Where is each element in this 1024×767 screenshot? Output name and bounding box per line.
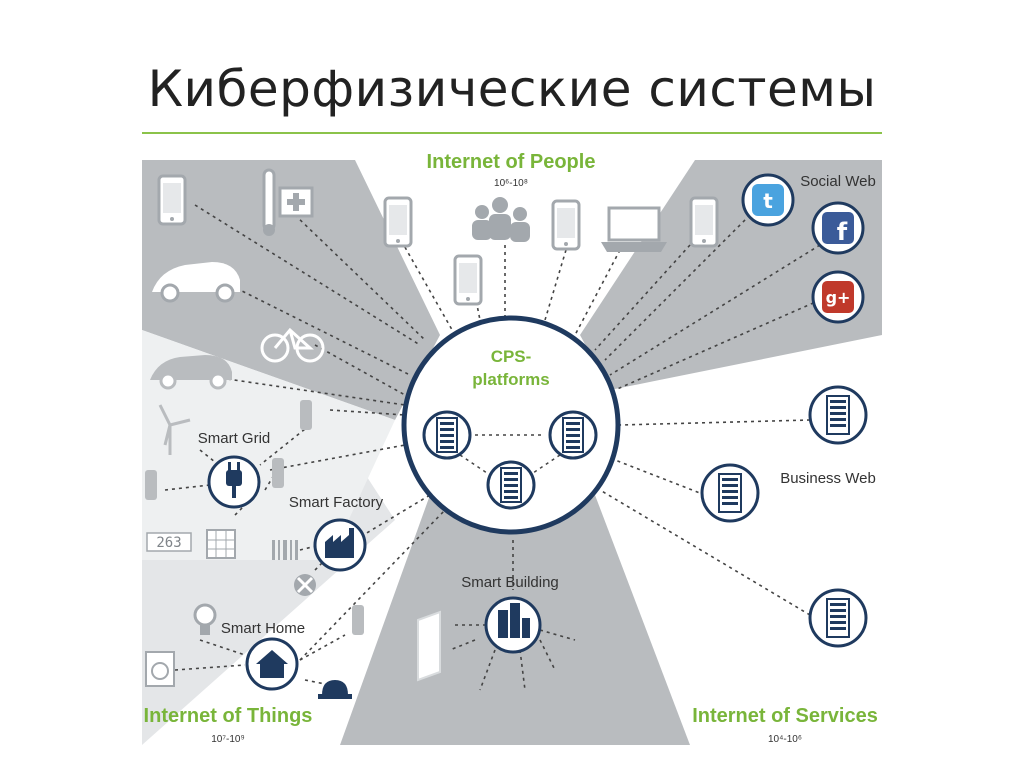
- smart-home-label: Smart Home: [221, 620, 305, 637]
- smart-grid-label: Smart Grid: [198, 430, 271, 447]
- business-server-icon: [808, 385, 868, 445]
- barcode-icon: [272, 540, 298, 560]
- twitter-icon[interactable]: t: [741, 173, 795, 227]
- services-group-label: Internet of Services: [692, 705, 878, 727]
- hub-server-icon-right: [548, 410, 598, 460]
- page-title: Киберфизические системы: [147, 60, 877, 118]
- business-web-label: Business Web: [780, 470, 876, 487]
- wind-turbine-icon: [158, 404, 191, 455]
- hub-internal-links: [459, 434, 561, 476]
- solar-panel-icon: [206, 529, 236, 559]
- door-icon: [417, 610, 441, 682]
- svg-text:f: f: [837, 218, 848, 246]
- people-group-label: Internet of People: [427, 151, 596, 173]
- charging-station-icon: [145, 400, 364, 635]
- people-sector-right: [580, 160, 882, 390]
- smart-factory-icon[interactable]: [313, 518, 367, 572]
- phone-icon: [383, 196, 413, 248]
- phone-icon: [551, 199, 581, 251]
- connector-lines: [194, 204, 821, 661]
- smart-factory-label: Smart Factory: [289, 494, 384, 511]
- hub-label-line2: platforms: [472, 370, 549, 389]
- things-sector-top: [142, 160, 440, 420]
- alarm-light-icon: [318, 680, 352, 699]
- counter-digits: 263: [156, 535, 181, 551]
- hub-label-line1: CPS-: [491, 347, 532, 366]
- title-divider: [142, 132, 882, 134]
- electric-car-icon: [152, 262, 240, 303]
- counter-display-icon: 263: [146, 532, 192, 552]
- phone-icon: [453, 254, 483, 306]
- smart-building-label: Smart Building: [461, 574, 559, 591]
- facebook-icon[interactable]: f: [811, 201, 865, 255]
- things-group-label: Internet of Things: [144, 705, 313, 727]
- bicycle-icon: [260, 327, 325, 363]
- things-group-range: 10⁷-10⁹: [211, 734, 244, 745]
- people-group-range: 10⁶-10⁸: [494, 178, 528, 189]
- light-bulb-icon: [193, 603, 217, 635]
- smart-building-icon[interactable]: [484, 596, 542, 654]
- medical-cross-icon: [278, 186, 314, 218]
- google-plus-icon[interactable]: g+: [811, 270, 865, 324]
- social-web-label: Social Web: [800, 173, 876, 190]
- phone-icon: [157, 174, 187, 226]
- thermometer-icon: [262, 168, 276, 236]
- hub-server-icon-bottom: [486, 460, 536, 510]
- electric-car-icon: [150, 355, 232, 390]
- services-group-range: 10⁴-10⁶: [768, 734, 802, 745]
- washing-machine-icon: [145, 651, 175, 687]
- cps-hub-circle: [401, 315, 621, 535]
- things-sector-mid: [142, 330, 395, 560]
- people-group-icon: [472, 197, 530, 242]
- svg-text:g+: g+: [826, 288, 851, 307]
- svg-text:t: t: [763, 189, 773, 213]
- business-server-icon: [700, 463, 760, 523]
- business-server-icon: [808, 588, 868, 648]
- hub-server-icon-left: [422, 410, 472, 460]
- phone-icon: [689, 196, 719, 248]
- smart-home-icon[interactable]: [245, 637, 299, 691]
- smart-grid-plug-icon[interactable]: [207, 455, 261, 509]
- laptop-icon: [601, 206, 667, 252]
- tools-icon: [294, 574, 316, 596]
